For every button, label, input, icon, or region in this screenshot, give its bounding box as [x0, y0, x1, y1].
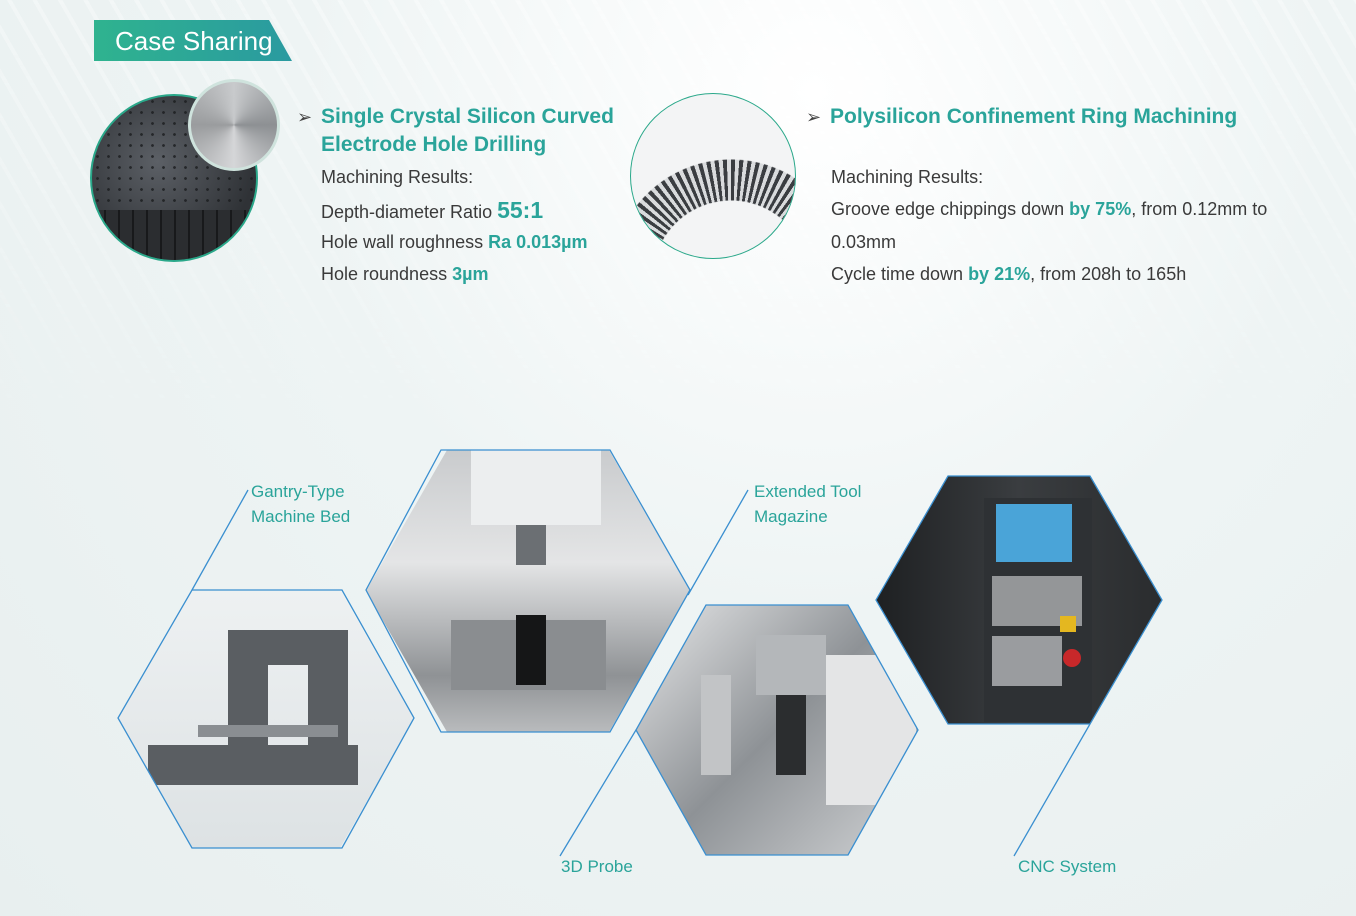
result-text: Hole wall roughness	[321, 232, 489, 252]
case-1-title-line2: Electrode Hole Drilling	[321, 133, 547, 156]
case-1-result-2: Hole wall roughness Ra 0.013µm	[321, 232, 588, 253]
case-2-result-1: Groove edge chippings down by 75%, from …	[831, 199, 1267, 220]
spindle-worktable-image	[366, 450, 690, 732]
case-2-result-2: Cycle time down by 21%, from 208h to 165…	[831, 264, 1186, 285]
result-text: , from 0.12mm to	[1131, 199, 1268, 219]
chevron-right-icon: ➢	[806, 107, 822, 127]
case-2-result-1-cont: 0.03mm	[831, 232, 897, 252]
result-value: 3µm	[452, 264, 489, 284]
case-1-title: Single Crystal Silicon Curved Electrode …	[321, 103, 614, 159]
result-value: 55:1	[497, 197, 544, 223]
label-cnc-system: CNC System	[1018, 857, 1117, 876]
section-title: Case Sharing	[115, 26, 273, 56]
result-value: by 75%	[1069, 199, 1132, 219]
result-text: Depth-diameter Ratio	[321, 202, 498, 222]
case-2-results-label: Machining Results:	[831, 167, 984, 187]
result-value: by 21%	[968, 264, 1031, 284]
label-line: Gantry-Type	[251, 482, 345, 501]
label-line: Magazine	[754, 507, 828, 526]
result-text: Cycle time down	[831, 264, 969, 284]
case-1-title-line1: Single Crystal Silicon Curved	[321, 105, 614, 128]
result-text: Hole roundness	[321, 264, 453, 284]
result-text: Groove edge chippings down	[831, 199, 1070, 219]
wafer-image	[188, 79, 280, 171]
section-badge: Case Sharing	[94, 20, 292, 61]
case-1-results-label: Machining Results:	[321, 167, 474, 187]
result-text: , from 208h to 165h	[1030, 264, 1187, 284]
chevron-right-icon: ➢	[297, 107, 313, 127]
label-3d-probe: 3D Probe	[561, 857, 633, 876]
label-line: Machine Bed	[251, 507, 351, 526]
case-2-title: Polysilicon Confinement Ring Machining	[830, 105, 1238, 128]
result-value: Ra 0.013µm	[488, 232, 588, 252]
case-1-result-1: Depth-diameter Ratio 55:1	[321, 197, 543, 224]
case-1-result-3: Hole roundness 3µm	[321, 264, 488, 285]
label-line: Extended Tool	[754, 482, 862, 501]
confinement-ring-image	[630, 93, 796, 259]
